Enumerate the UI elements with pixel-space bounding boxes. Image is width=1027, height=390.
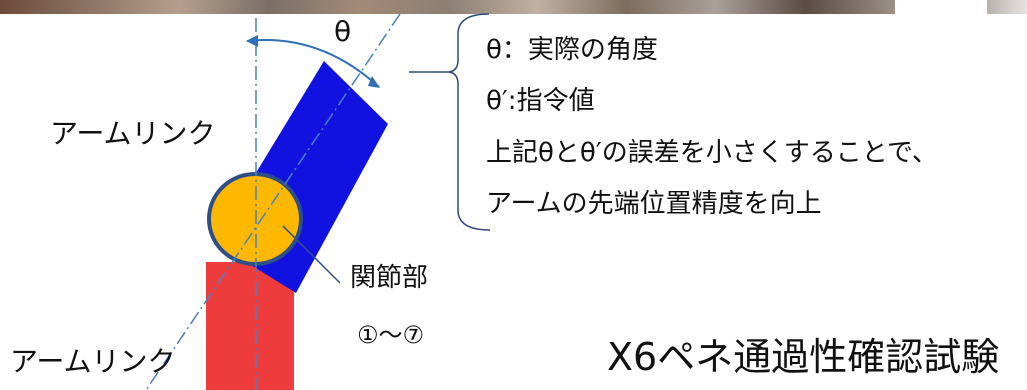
arc-arrow-left — [246, 35, 258, 47]
note-line-1: θ：実際の角度 — [486, 35, 658, 65]
theta-angle-arc — [246, 39, 380, 88]
theta-label: θ — [334, 15, 352, 48]
background-photo-strip — [0, 0, 895, 14]
joint-leader-line — [282, 225, 341, 284]
note-line-2: θ′:指令値 — [486, 86, 595, 116]
section-heading: X6ペネ通過性確認試験 — [607, 335, 1000, 379]
arc-arrow-right — [368, 76, 380, 88]
arm-link-top-label: アームリンク — [50, 117, 216, 150]
explanation-brace — [409, 13, 491, 231]
lower-arm-link — [206, 262, 294, 390]
inclined-axis-line — [145, 13, 401, 390]
note-line-3: 上記θとθ′の誤差を小さくすることで、 — [486, 138, 938, 168]
joint-number-label: ①～⑦ — [357, 321, 425, 349]
background-photo-corner — [987, 0, 1027, 14]
joint-label: 関節部 — [350, 263, 429, 293]
note-line-4: アームの先端位置精度を向上 — [486, 189, 822, 219]
joint-circle — [207, 172, 303, 266]
arm-link-bottom-label: アームリンク — [10, 345, 176, 378]
